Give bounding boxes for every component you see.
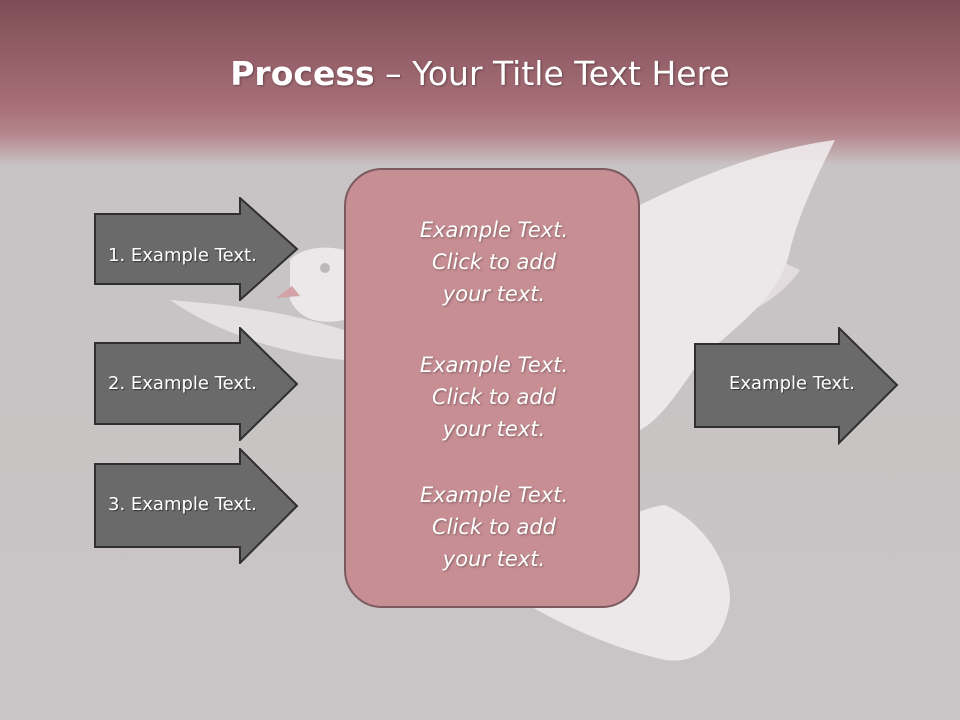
title-rest: – Your Title Text Here	[374, 54, 730, 93]
title-bold: Process	[230, 54, 375, 93]
left-arrow-3-label: 3. Example Text.	[108, 494, 257, 515]
center-text-1[interactable]: Example Text. Click to add your text.	[419, 218, 569, 306]
left-arrow-1-label: 1. Example Text.	[108, 245, 257, 266]
center-text-2[interactable]: Example Text. Click to add your text.	[419, 353, 569, 441]
right-arrow	[694, 327, 899, 445]
center-content-box[interactable]: Example Text. Click to add your text. Ex…	[344, 168, 640, 608]
slide-title: Process – Your Title Text Here	[0, 52, 960, 96]
right-arrow-label: Example Text.	[729, 373, 855, 394]
center-text-3[interactable]: Example Text. Click to add your text.	[419, 483, 569, 571]
left-arrow-3	[94, 448, 299, 564]
left-arrow-2-label: 2. Example Text.	[108, 373, 257, 394]
left-arrow-2	[94, 327, 299, 441]
left-arrow-1	[94, 197, 299, 301]
